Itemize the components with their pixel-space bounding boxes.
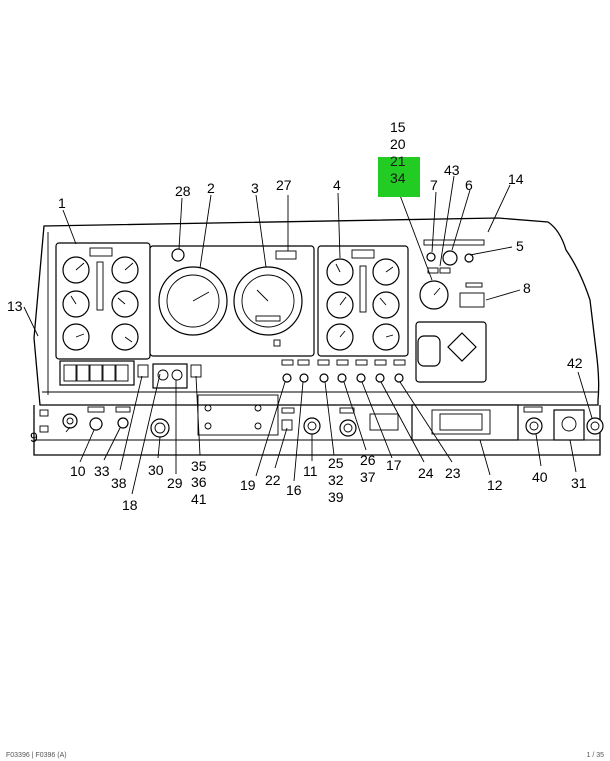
auxiliary-panel — [415, 239, 487, 383]
highlighted-callout-group — [378, 157, 420, 197]
callout-7: 7 — [430, 177, 438, 193]
callout-32: 32 — [328, 472, 344, 488]
callout-31: 31 — [571, 475, 587, 491]
callout-8: 8 — [523, 280, 531, 296]
callout-37: 37 — [360, 469, 376, 485]
callout-34: 34 — [390, 170, 406, 186]
callout-2: 2 — [207, 180, 215, 196]
callout-41: 41 — [191, 491, 207, 507]
callout-17: 17 — [386, 457, 402, 473]
callout-12: 12 — [487, 477, 503, 493]
callout-35: 35 — [191, 458, 207, 474]
center-gauge-cluster — [149, 245, 315, 357]
callout-23: 23 — [445, 465, 461, 481]
callout-16: 16 — [286, 482, 302, 498]
left-gauge-cluster — [55, 242, 151, 360]
callout-30: 30 — [148, 462, 164, 478]
callout-10: 10 — [70, 463, 86, 479]
callout-labels: 15 20 21 34 1 2 3 4 5 6 7 8 9 10 11 12 1… — [7, 119, 587, 513]
callout-3: 3 — [251, 180, 259, 196]
callout-20: 20 — [390, 136, 406, 152]
switch-strip — [59, 360, 135, 386]
callout-21: 21 — [390, 153, 406, 169]
footer-code: F03396 | F0396 (A) — [6, 752, 67, 759]
callout-38: 38 — [111, 475, 127, 491]
callout-27: 27 — [276, 177, 292, 193]
callout-43: 43 — [444, 162, 460, 178]
right-gauge-cluster — [317, 245, 409, 357]
callout-15: 15 — [390, 119, 406, 135]
callout-11: 11 — [303, 463, 318, 479]
callout-33: 33 — [94, 463, 110, 479]
callout-14: 14 — [508, 171, 524, 187]
callout-6: 6 — [465, 177, 473, 193]
callout-18: 18 — [122, 497, 138, 513]
callout-28: 28 — [175, 183, 191, 199]
highlight-box — [378, 157, 420, 197]
lower-switch-row — [281, 359, 406, 383]
callout-5: 5 — [516, 238, 524, 254]
leader-lines — [23, 175, 593, 495]
callout-19: 19 — [240, 477, 256, 493]
callout-26: 26 — [360, 452, 376, 468]
callout-36: 36 — [191, 474, 207, 490]
callout-25: 25 — [328, 455, 344, 471]
footer-page: 1 / 35 — [586, 752, 604, 759]
callout-40: 40 — [532, 469, 548, 485]
callout-42: 42 — [567, 355, 583, 371]
callout-39: 39 — [328, 489, 344, 505]
callout-13: 13 — [7, 298, 23, 314]
callout-24: 24 — [418, 465, 434, 481]
callout-22: 22 — [265, 472, 281, 488]
callout-9: 9 — [30, 429, 38, 445]
lower-controls — [39, 363, 604, 441]
callout-1: 1 — [58, 195, 66, 211]
callout-4: 4 — [333, 177, 341, 193]
callout-29: 29 — [167, 475, 183, 491]
